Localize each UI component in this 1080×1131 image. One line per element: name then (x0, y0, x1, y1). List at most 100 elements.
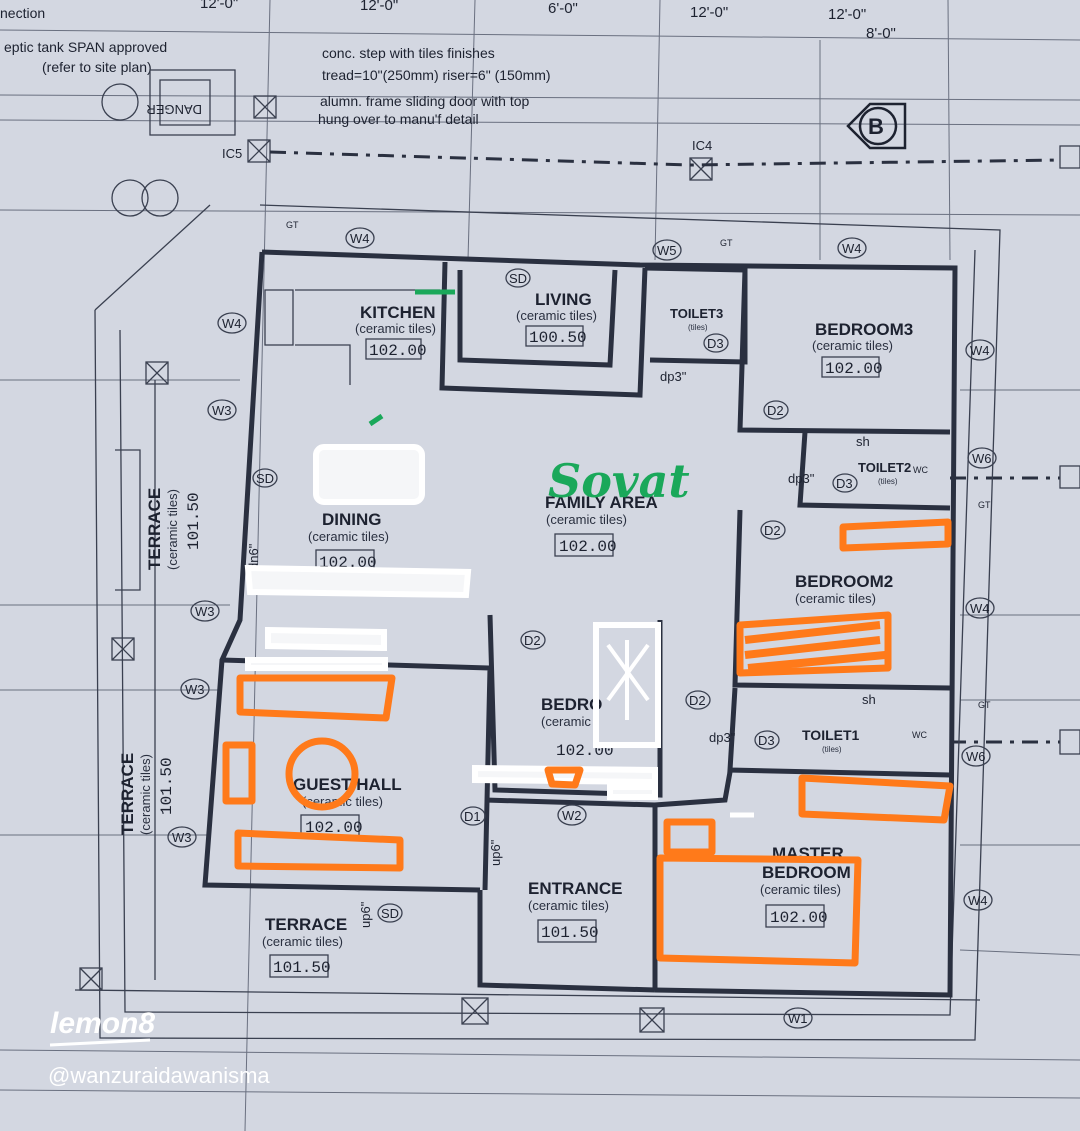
bedroom3-level: 102.00 (825, 360, 883, 378)
svg-text:D1: D1 (464, 809, 481, 824)
kitchen-level: 102.00 (369, 342, 427, 360)
bedroom2-finish: (ceramic tiles) (795, 591, 876, 606)
master-level: 102.00 (770, 909, 828, 927)
guest-hall-name: GUEST HALL (293, 775, 402, 794)
toilet1-name: TOILET1 (802, 727, 860, 743)
dimension-3: 6'-0" (548, 0, 578, 17)
svg-text:GT: GT (286, 220, 299, 230)
notes-block: nection eptic tank SPAN approved (refer … (0, 5, 551, 127)
watermark-handle: @wanzuraidawanisma (48, 1063, 270, 1088)
white-markup (244, 444, 754, 818)
room-terrace-front: TERRACE (ceramic tiles) 101.50 (262, 915, 347, 978)
dining-finish: (ceramic tiles) (308, 529, 389, 544)
terrace-left-bottom-finish: (ceramic tiles) (138, 754, 153, 835)
svg-text:up6": up6" (488, 839, 503, 866)
dimension-1: 12'-0" (200, 0, 238, 12)
room-living: LIVING (ceramic tiles) 100.50 (516, 290, 597, 347)
svg-text:W4: W4 (970, 601, 990, 616)
room-dining: DINING (ceramic tiles) 102.00 (308, 510, 389, 573)
family-finish: (ceramic tiles) (546, 512, 627, 527)
entrance-level: 101.50 (541, 924, 599, 942)
svg-text:dp3": dp3" (709, 730, 736, 745)
svg-text:SD: SD (381, 906, 399, 921)
svg-text:D2: D2 (767, 403, 784, 418)
toilet3-name: TOILET3 (670, 306, 723, 321)
svg-text:W3: W3 (172, 830, 192, 845)
svg-text:W1: W1 (788, 1011, 808, 1026)
svg-text:D3: D3 (707, 336, 724, 351)
ic4-tag: IC4 (692, 138, 712, 153)
svg-text:D3: D3 (758, 733, 775, 748)
svg-text:W2: W2 (562, 808, 582, 823)
kitchen-name: KITCHEN (360, 303, 436, 322)
terrace-left-top-finish: (ceramic tiles) (165, 489, 180, 570)
terrace-front-name: TERRACE (265, 915, 347, 934)
green-markup: Sovat (368, 289, 690, 508)
room-bedroom-mid: BEDRO (ceramic 102.00 (541, 695, 614, 760)
svg-text:W4: W4 (842, 241, 862, 256)
dining-name: DINING (322, 510, 382, 529)
svg-text:W3: W3 (195, 604, 215, 619)
note-tread: tread=10"(250mm) riser=6" (150mm) (322, 67, 551, 83)
room-kitchen: KITCHEN (ceramic tiles) 102.00 (355, 303, 436, 360)
svg-text:D2: D2 (764, 523, 781, 538)
svg-text:W4: W4 (968, 893, 988, 908)
note-step: conc. step with tiles finishes (322, 45, 495, 61)
watermark-brand: lemon8 (50, 1007, 155, 1040)
room-bedroom3: BEDROOM3 (ceramic tiles) 102.00 (812, 320, 913, 378)
svg-text:D2: D2 (689, 693, 706, 708)
living-name: LIVING (535, 290, 592, 309)
danger-label: DANGER (146, 102, 202, 117)
svg-text:SD: SD (256, 471, 274, 486)
svg-text:D2: D2 (524, 633, 541, 648)
opening-tags: W4 W4 W4 W4 W4 W4 W5 W3 W3 W3 W3 W6 W6 W… (167, 220, 997, 1029)
terrace-left-bottom-level: 101.50 (158, 757, 176, 815)
dimension-4: 12'-0" (690, 4, 728, 21)
svg-text:W3: W3 (185, 682, 205, 697)
svg-text:sh: sh (856, 434, 870, 449)
handwritten-sovat: Sovat (548, 454, 690, 508)
terrace-left-top-level: 101.50 (185, 492, 203, 550)
family-name: FAMILY AREA (545, 493, 658, 512)
room-family-area: FAMILY AREA (ceramic tiles) 102.00 (545, 493, 658, 557)
ic5-tag: IC5 (222, 146, 242, 161)
toilet2-name: TOILET2 (858, 460, 911, 475)
svg-text:WC: WC (913, 465, 928, 475)
room-toilet2: TOILET2 (tiles) (858, 460, 911, 486)
terrace-left-top-name: TERRACE (145, 488, 164, 570)
note-connection: nection (0, 5, 45, 21)
svg-text:W6: W6 (972, 451, 992, 466)
svg-text:dp3": dp3" (788, 471, 815, 486)
living-level: 100.50 (529, 329, 587, 347)
toilet2-finish: (tiles) (878, 477, 898, 486)
svg-text:up6": up6" (358, 901, 373, 928)
room-toilet3: TOILET3 (tiles) (670, 306, 723, 332)
svg-text:GT: GT (978, 700, 991, 710)
bedroom2-name: BEDROOM2 (795, 572, 893, 591)
room-bedroom2: BEDROOM2 (ceramic tiles) (795, 572, 893, 606)
dimension-2: 12'-0" (360, 0, 398, 14)
svg-text:W4: W4 (350, 231, 370, 246)
toilet3-finish: (tiles) (688, 323, 708, 332)
terrace-front-level: 101.50 (273, 959, 331, 977)
svg-text:WC: WC (912, 730, 927, 740)
master-finish: (ceramic tiles) (760, 882, 841, 897)
svg-text:W6: W6 (966, 749, 986, 764)
note-site-plan: (refer to site plan) (42, 59, 152, 75)
bedroom-mid-name: BEDRO (541, 695, 602, 714)
kitchen-finish: (ceramic tiles) (355, 321, 436, 336)
note-septic: eptic tank SPAN approved (4, 39, 167, 55)
master-name-2: BEDROOM (762, 863, 851, 882)
dimension-5: 12'-0" (828, 6, 866, 23)
watermark: lemon8 @wanzuraidawanisma (48, 1007, 270, 1088)
guest-hall-level: 102.00 (305, 819, 363, 837)
toilet1-finish: (tiles) (822, 745, 842, 754)
room-terrace-left-top: TERRACE (ceramic tiles) 101.50 (145, 488, 203, 570)
svg-text:GT: GT (720, 238, 733, 248)
note-door-1: alumn. frame sliding door with top (320, 93, 530, 109)
living-finish: (ceramic tiles) (516, 308, 597, 323)
terrace-front-finish: (ceramic tiles) (262, 934, 343, 949)
room-entrance: ENTRANCE (ceramic tiles) 101.50 (528, 879, 622, 943)
note-door-2: hung over to manu'f detail (318, 111, 479, 127)
